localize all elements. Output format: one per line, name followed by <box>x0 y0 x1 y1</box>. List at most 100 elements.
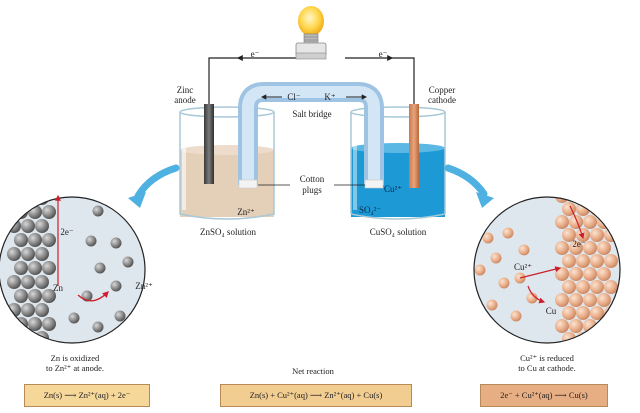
cu-ion-label: Cu²⁺ <box>384 184 402 194</box>
zinc-lattice-atom <box>14 261 28 275</box>
copper-lattice-atom <box>590 280 604 294</box>
zinc-lattice-atom <box>14 289 28 303</box>
copper-ion-particle <box>498 277 510 289</box>
copper-ion-particle <box>518 244 530 256</box>
zinc-anode-label-1: Zinc <box>176 85 194 95</box>
copper-lattice-atom <box>576 306 590 320</box>
copper-lattice-atom <box>562 228 576 242</box>
zinc-ion-particle <box>110 280 122 292</box>
znso4-solution-label: ZnSO₄ solution <box>200 227 256 237</box>
right-cu-ion-label: Cu²⁺ <box>514 262 532 272</box>
right-electron-label: 2e⁻ <box>572 239 586 249</box>
copper-lattice-atom <box>555 197 569 203</box>
copper-lattice-atom <box>597 241 611 255</box>
cathode-caption-1: Cu²⁺ is reduced <box>520 353 574 363</box>
zinc-lattice-atom <box>7 331 21 343</box>
copper-lattice-atom <box>555 241 569 255</box>
electron-label-right: e⁻ <box>378 49 388 59</box>
zinc-lattice-atom <box>21 331 35 343</box>
zn-atom-label: Zn <box>53 283 63 293</box>
chloride-label: Cl⁻ <box>287 92 301 102</box>
copper-lattice-atom <box>583 293 597 307</box>
zinc-ion-particle <box>122 256 134 268</box>
copper-lattice-atom <box>590 202 604 216</box>
copper-lattice-atom <box>597 197 611 203</box>
net-reaction-caption: Net reaction <box>292 366 334 376</box>
copper-lattice-atom <box>604 254 618 268</box>
copper-ion-particle <box>482 232 494 244</box>
zinc-lattice-atom <box>7 197 21 205</box>
zoom-arrow-left <box>134 164 180 200</box>
copper-lattice-atom <box>590 254 604 268</box>
copper-lattice-atom <box>597 267 611 281</box>
zinc-lattice-atom <box>7 275 21 289</box>
zinc-lattice-atom <box>14 205 28 219</box>
zinc-lattice-atom <box>35 247 49 261</box>
copper-lattice-atom <box>590 228 604 242</box>
copper-ion-particle <box>474 264 486 276</box>
copper-cathode-label-2: cathode <box>428 95 456 105</box>
zinc-lattice-atom <box>35 219 49 233</box>
copper-lattice-atom <box>576 280 590 294</box>
copper-lattice-atom <box>597 293 611 307</box>
electron-label-left: e⁻ <box>250 49 260 59</box>
copper-ion-particle <box>526 292 538 304</box>
sulfate-label: SO₄²⁻ <box>358 205 382 215</box>
cuso4-solution-label: CuSO₄ solution <box>369 227 427 237</box>
copper-ion-particle <box>490 252 502 264</box>
zinc-lattice-atom <box>14 317 28 331</box>
copper-lattice-atom <box>555 319 569 333</box>
cathode-equation-box: 2e⁻ + Cu²⁺(aq) ⟶ Cu(s) <box>480 384 608 407</box>
copper-lattice-atom <box>604 202 618 216</box>
zinc-ion-particle <box>68 312 80 324</box>
cathode-caption-2: to Cu at cathode. <box>518 363 576 373</box>
zoom-arrow-left-head <box>128 192 146 208</box>
right-electron-arrow <box>569 205 585 240</box>
zinc-ion-particle <box>85 235 97 247</box>
copper-lattice-atom <box>569 319 583 333</box>
zoom-arrow-right <box>444 164 488 198</box>
zinc-lattice-atom <box>42 317 56 331</box>
cu-atom-label: Cu <box>545 306 557 316</box>
copper-lattice-atom <box>583 319 597 333</box>
copper-lattice-atom <box>583 267 597 281</box>
copper-lattice-atom <box>576 254 590 268</box>
zinc-lattice-atom <box>35 303 49 317</box>
copper-lattice-atom <box>569 267 583 281</box>
zoom-arrow-right-head <box>476 192 494 208</box>
zinc-lattice-atom <box>21 197 35 205</box>
cotton-plugs-label-1: Cotton <box>299 174 325 184</box>
copper-lattice-atom <box>583 215 597 229</box>
salt-bridge <box>238 82 384 189</box>
copper-ion-particle <box>502 227 514 239</box>
zinc-lattice-atom <box>14 233 28 247</box>
copper-cathode-label-1: Copper <box>428 85 456 95</box>
zinc-ion-particle <box>92 321 104 333</box>
left-ion-arrow <box>77 291 109 302</box>
net-equation-box: Zn(s) + Cu²⁺(aq) ⟶ Zn²⁺(aq) + Cu(s) <box>220 384 412 407</box>
zinc-anode-zoom <box>0 196 146 344</box>
zinc-lattice-atom <box>21 247 35 261</box>
anode-caption-1: Zn is oxidized <box>50 353 100 363</box>
left-electron-label: 2e⁻ <box>60 227 74 237</box>
copper-lattice-atom <box>555 293 569 307</box>
copper-lattice-atom <box>583 197 597 203</box>
salt-bridge-label: Salt bridge <box>292 109 332 119</box>
zn-ion-label: Zn²⁺ <box>237 207 255 217</box>
anode-equation-box: Zn(s) ⟶ Zn²⁺(aq) + 2e⁻ <box>24 384 150 407</box>
zinc-anode-label-2: anode <box>174 95 196 105</box>
copper-lattice-atom <box>604 332 618 343</box>
copper-lattice-atom <box>555 215 569 229</box>
zinc-ion-particle <box>125 209 137 221</box>
zinc-lattice-atom <box>28 233 42 247</box>
right-deposit-arrow <box>527 285 546 304</box>
zinc-lattice-atom <box>28 261 42 275</box>
copper-lattice-atom <box>590 306 604 320</box>
zinc-lattice-atom <box>42 261 56 275</box>
light-bulb-icon <box>295 6 327 60</box>
copper-lattice-atom <box>597 215 611 229</box>
copper-lattice-atom <box>562 254 576 268</box>
zinc-ion-particle <box>110 237 122 249</box>
zinc-lattice-atom <box>35 275 49 289</box>
